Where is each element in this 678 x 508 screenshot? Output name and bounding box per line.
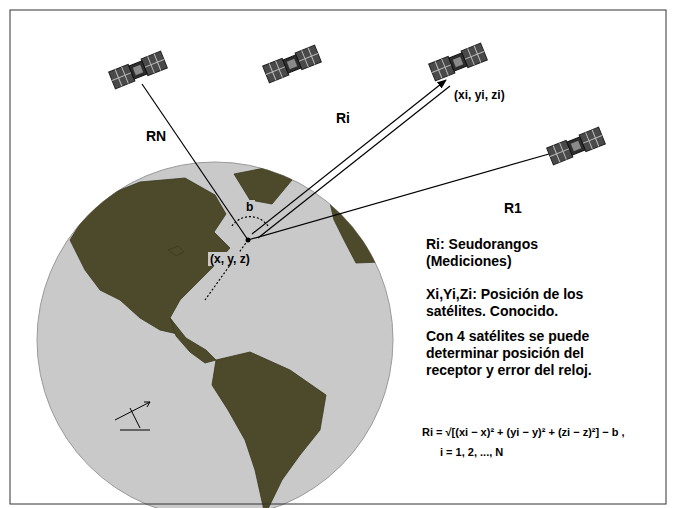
frame	[10, 10, 666, 504]
note-text: Ri: Seudorangos (Mediciones)	[426, 236, 576, 270]
clock-bias-label: b	[244, 200, 255, 214]
coordinate-label: (xi, yi, zi)	[452, 88, 507, 102]
note-text: Xi,Yi,Zi: Posición de los satélites. Con…	[426, 286, 631, 320]
range-label: RN	[144, 128, 168, 145]
satellites	[109, 43, 606, 165]
formula-index: i = 1, 2, ..., N	[440, 446, 503, 459]
formula-text: Ri = √[(xi − x)² + (yi − y)² + (zi − z)²…	[422, 426, 667, 439]
range-label: Ri	[334, 110, 352, 127]
note-text: Con 4 satélites se puede determinar posi…	[426, 328, 641, 378]
receiver-coordinate: (x, y, z)	[208, 252, 252, 266]
range-label: R1	[502, 200, 524, 217]
